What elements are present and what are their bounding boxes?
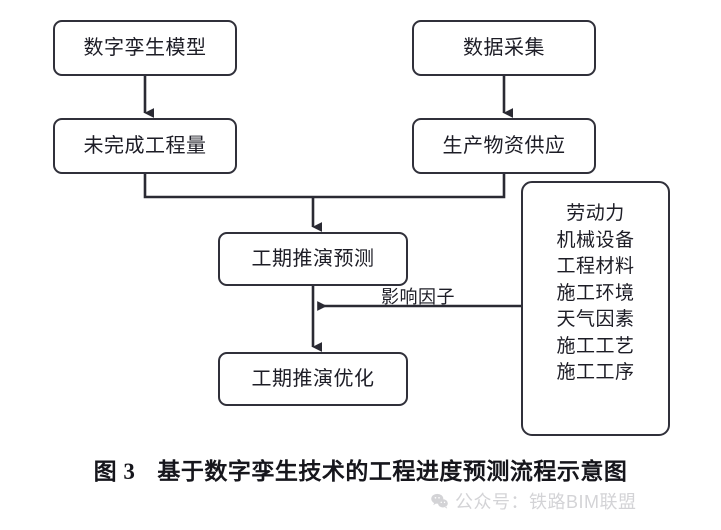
influence-factors-panel[interactable]: 劳动力 机械设备 工程材料 施工环境 天气因素 施工工艺 施工工序 xyxy=(521,181,670,436)
factor-item: 劳动力 xyxy=(566,203,625,224)
node-digital-twin-model[interactable]: 数字孪生模型 xyxy=(53,20,237,76)
factor-item: 天气因素 xyxy=(556,309,635,330)
wechat-icon xyxy=(431,493,448,509)
edge-merge-bus xyxy=(143,174,506,199)
node-label: 数据采集 xyxy=(463,37,545,59)
node-label: 工期推演优化 xyxy=(251,368,375,390)
node-remaining-workload[interactable]: 未完成工程量 xyxy=(53,118,237,174)
factor-item: 施工工艺 xyxy=(556,335,635,357)
factor-item: 施工环境 xyxy=(556,282,635,304)
node-data-acquisition[interactable]: 数据采集 xyxy=(412,20,596,76)
node-label: 数字孪生模型 xyxy=(83,37,207,59)
figure-caption: 图 3 基于数字孪生技术的工程进度预测流程示意图 xyxy=(0,452,721,486)
node-label: 工期推演预测 xyxy=(251,248,375,270)
watermark: 公众号：铁路BIM联盟 xyxy=(430,488,637,514)
factor-item: 工程材料 xyxy=(556,256,635,277)
node-material-supply[interactable]: 生产物资供应 xyxy=(412,118,596,174)
node-schedule-optimization[interactable]: 工期推演优化 xyxy=(218,352,408,406)
factor-item: 施工工序 xyxy=(556,362,635,383)
figure-caption-text: 基于数字孪生技术的工程进度预测流程示意图 xyxy=(157,459,628,484)
factor-item: 机械设备 xyxy=(556,229,635,251)
watermark-text: 公众号：铁路BIM联盟 xyxy=(455,492,637,512)
node-schedule-prediction[interactable]: 工期推演预测 xyxy=(218,232,408,286)
node-label: 生产物资供应 xyxy=(442,135,566,157)
node-label: 未完成工程量 xyxy=(83,135,207,157)
edge-label-influence-factor: 影响因子 xyxy=(381,287,455,307)
figure-number: 图 3 xyxy=(93,459,136,484)
